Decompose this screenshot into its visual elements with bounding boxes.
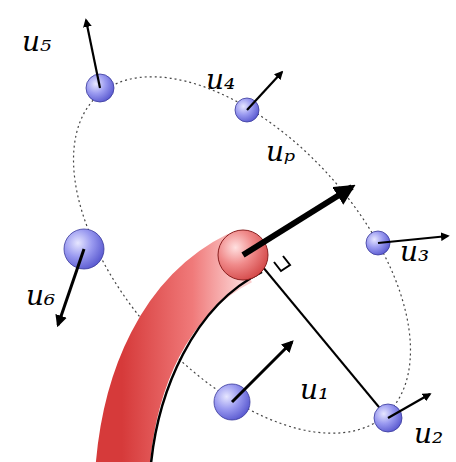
velocity-label: u₂ bbox=[414, 420, 443, 448]
velocity-arrow bbox=[388, 394, 430, 418]
velocity-arrow bbox=[232, 342, 292, 402]
velocity-arrow bbox=[58, 249, 84, 325]
right-angle-mark bbox=[274, 256, 290, 271]
velocity-label: u₁ bbox=[300, 376, 329, 404]
velocity-label: uₚ bbox=[266, 138, 295, 166]
velocity-label: u₃ bbox=[400, 238, 429, 266]
orbit-ellipse bbox=[10, 16, 456, 462]
distance-line bbox=[262, 266, 388, 418]
velocity-label: u₅ bbox=[22, 28, 51, 56]
velocity-arrow bbox=[86, 20, 100, 88]
velocity-label: u₆ bbox=[26, 282, 55, 310]
bead-velocity-arrow bbox=[243, 187, 352, 255]
tube-edge bbox=[150, 272, 262, 462]
velocity-arrow bbox=[247, 72, 282, 110]
velocity-label: u₄ bbox=[206, 66, 235, 94]
